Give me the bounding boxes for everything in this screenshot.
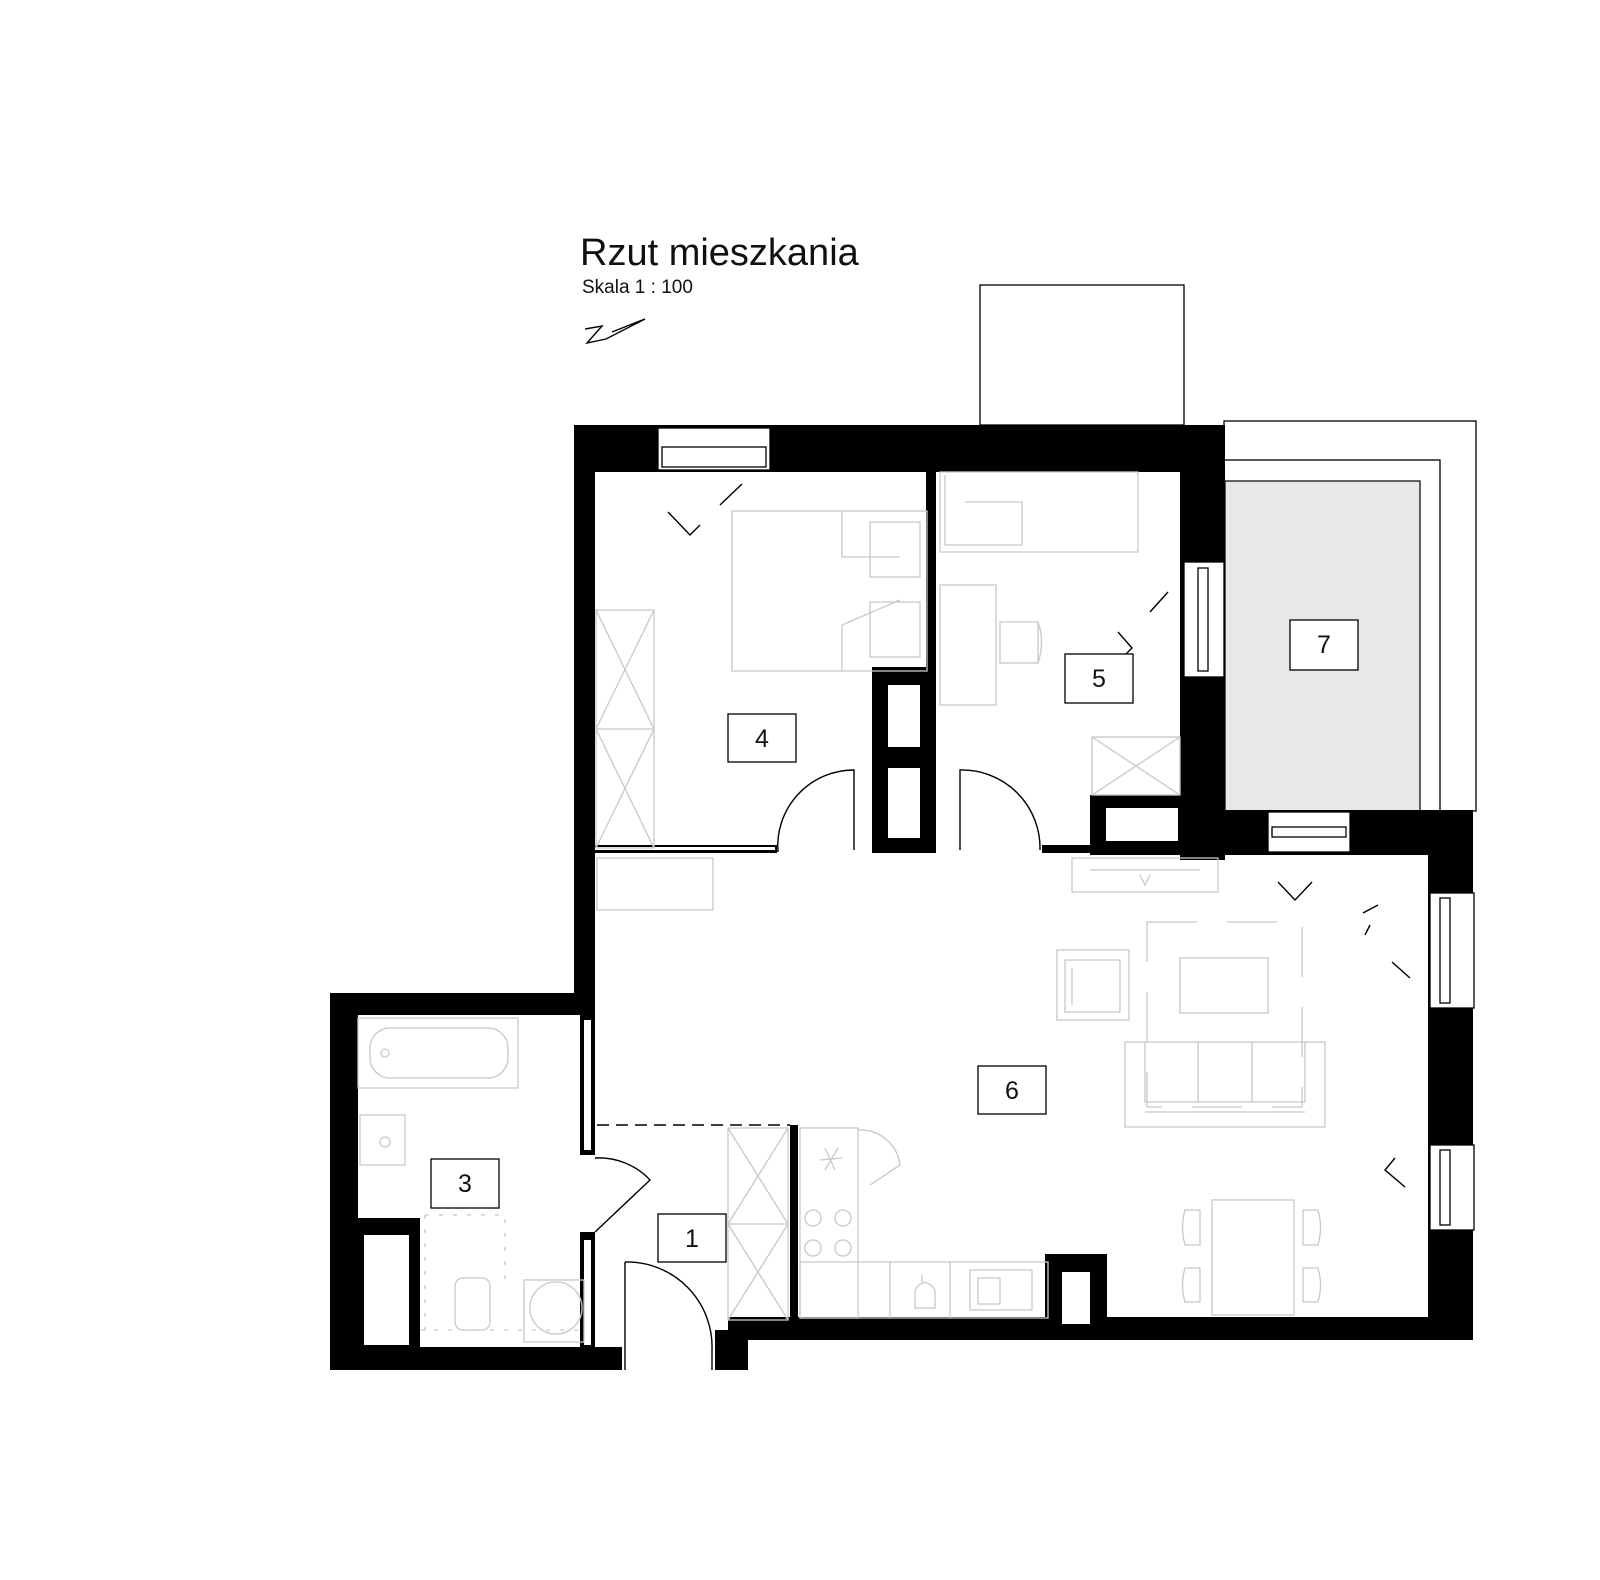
entrance-door [624,1261,713,1370]
balcony-outline [979,284,1185,426]
single-bed [939,471,1139,553]
washbasin [359,1114,406,1166]
svg-text:1: 1 [685,1225,699,1253]
room-label-6: 6 [977,1065,1047,1115]
dining-table [1211,1199,1295,1316]
svg-text:7: 7 [1317,631,1331,659]
door-room-5 [959,769,1041,851]
svg-text:5: 5 [1092,665,1106,693]
sofa [1124,1041,1326,1128]
svg-text:3: 3 [458,1170,472,1198]
balcony-door-room-4 [667,483,743,537]
kitchen-sink [969,1269,1033,1311]
toilet [454,1277,491,1331]
double-bed [731,510,928,672]
coffee-table [1179,957,1269,1014]
north-arrow-icon [584,318,646,345]
desk-chair [999,621,1043,664]
bathtub [357,1017,519,1089]
terrace-door [1277,881,1313,902]
kettle-icon [914,1275,936,1309]
svg-text:4: 4 [755,725,769,753]
fridge-icon [819,1147,843,1171]
plan-title: Rzut mieszkania [580,232,860,274]
door-room-4 [777,769,855,853]
hall-cabinet [596,857,714,911]
dining-chairs [1181,1209,1322,1303]
room-label-4: 4 [727,713,797,763]
doors [594,483,1411,1370]
room-label-7: 7 [1289,619,1359,671]
desk [939,584,997,706]
balcony-door-room-5 [1117,591,1169,659]
furniture [357,471,1326,1343]
wardrobe-room-5 [1091,736,1181,796]
washing-machine [529,1281,583,1335]
scale-label: Skala 1 : 100 [582,277,693,298]
room-label-1: 1 [657,1213,727,1263]
armchair [1056,949,1130,1021]
door-bathroom [594,1157,651,1233]
tv-stand [1071,857,1219,893]
room-label-3: 3 [430,1158,500,1209]
terrace [1223,420,1477,812]
living-door-right [1362,904,1411,979]
room-labels: 4 5 7 6 3 1 [430,619,1359,1263]
window-living-right-1 [1429,892,1475,1009]
room-label-5: 5 [1064,653,1134,704]
rug [1146,921,1303,1108]
hob-burner [804,1209,822,1227]
windows [657,427,1475,1231]
window-living-right-2 [1429,1144,1475,1231]
svg-text:6: 6 [1005,1077,1019,1105]
living-door-right-2 [1384,1157,1406,1188]
